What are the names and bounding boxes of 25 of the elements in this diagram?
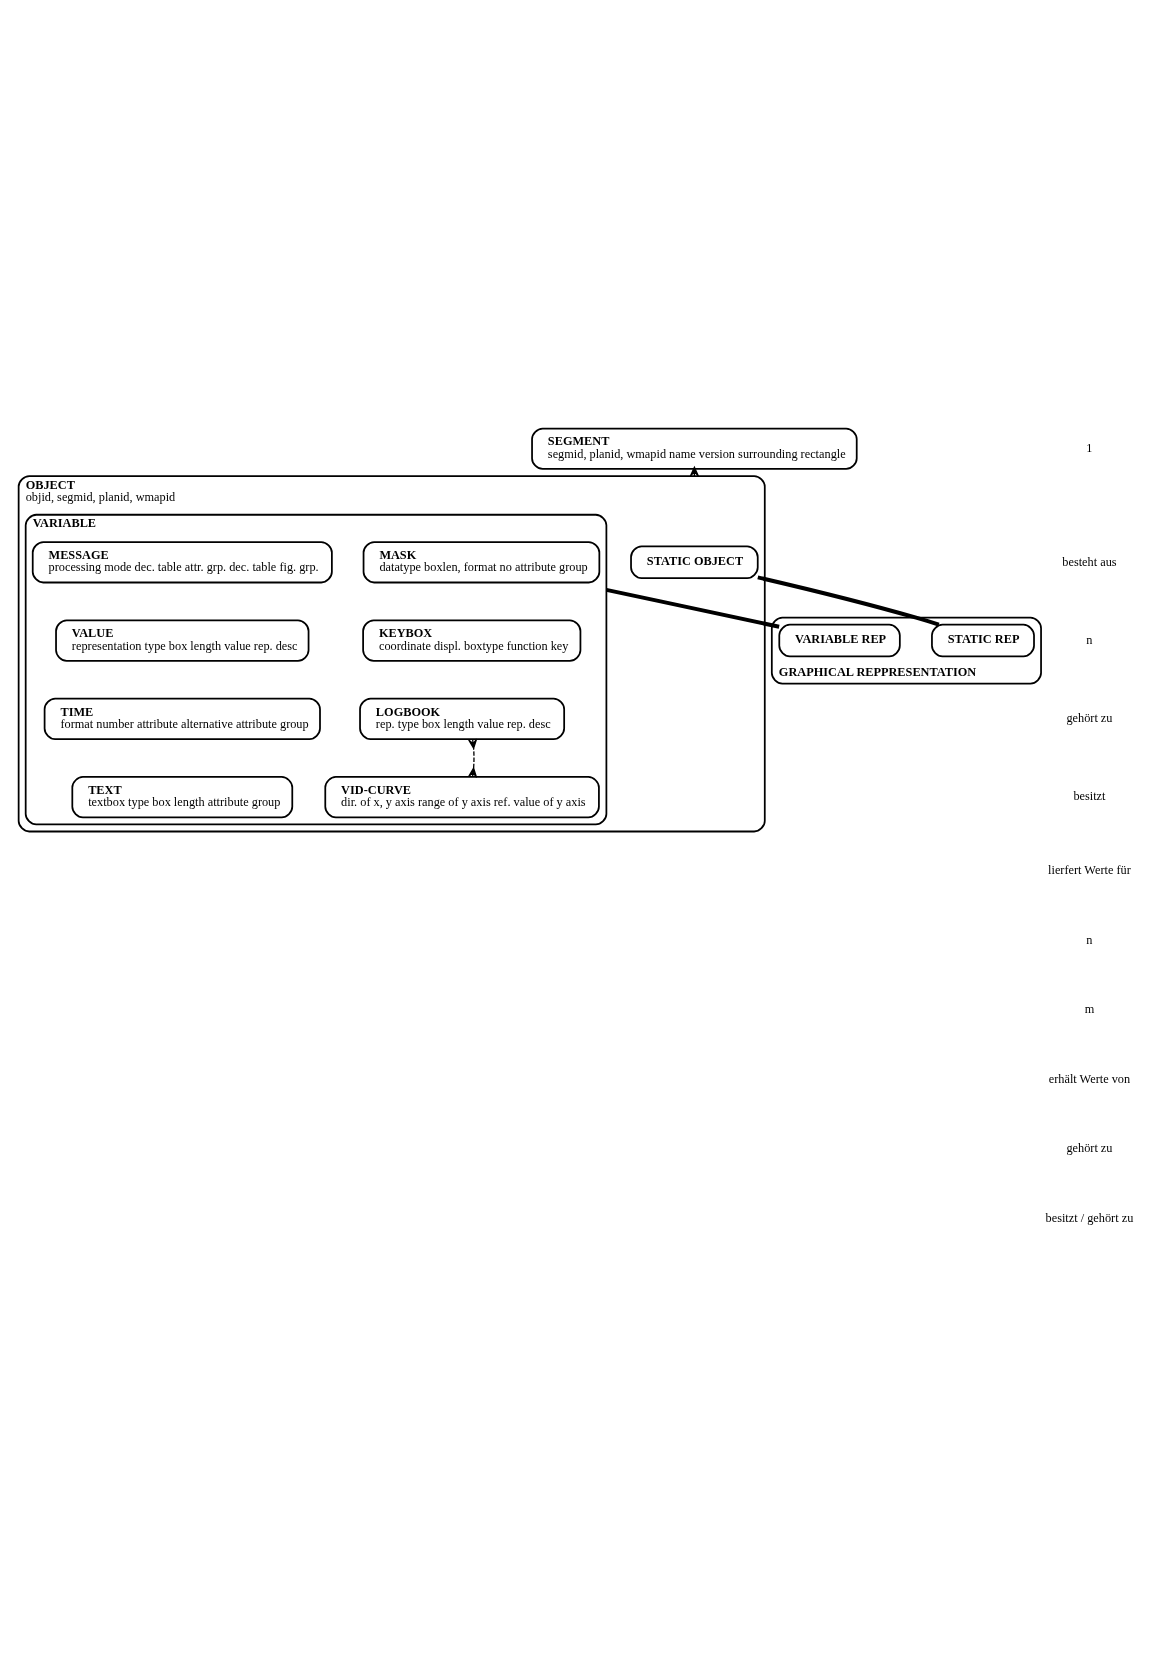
connector: [606, 587, 780, 629]
label: besteht aus: [1062, 554, 1117, 569]
node-box: KEYBOX coordinate displ. boxtype function key: [362, 619, 582, 662]
label: erhält Werte von: [1048, 1071, 1131, 1086]
node-box: VID-CURVE dir. of x, y axis range of y axis ref. value of y axis: [324, 776, 600, 819]
connector: [757, 575, 940, 627]
label: besitzt: [1073, 789, 1106, 804]
node-box: LOGBOOK rep. type box length value rep. desc: [359, 697, 566, 740]
label: lierfert Werte für: [1048, 863, 1131, 878]
node-box: MASK datatype boxlen, format no attribute group: [362, 541, 601, 584]
node-box: MESSAGE processing mode dec. table attr. grp. dec. table fig. grp.: [31, 541, 333, 584]
label: besitzt / gehört zu: [1045, 1210, 1134, 1225]
node-box: TIME format number attribute alternative attribute group: [43, 697, 321, 740]
node-box: STATIC OBJECT: [630, 545, 759, 579]
label: n: [1086, 632, 1093, 647]
label: gehört zu: [1066, 1141, 1113, 1156]
label: gehört zu: [1066, 711, 1113, 726]
node-box: VARIABLE REP: [778, 623, 901, 658]
connector: [468, 738, 478, 779]
node-box: STATIC REP: [931, 623, 1035, 658]
node-box: TEXT textbox type box length attribute group: [71, 776, 294, 819]
label: 1: [1086, 441, 1093, 456]
label: m: [1084, 1002, 1095, 1017]
node-box: VALUE representation type box length value rep. desc: [55, 619, 310, 662]
label: n: [1086, 932, 1093, 947]
